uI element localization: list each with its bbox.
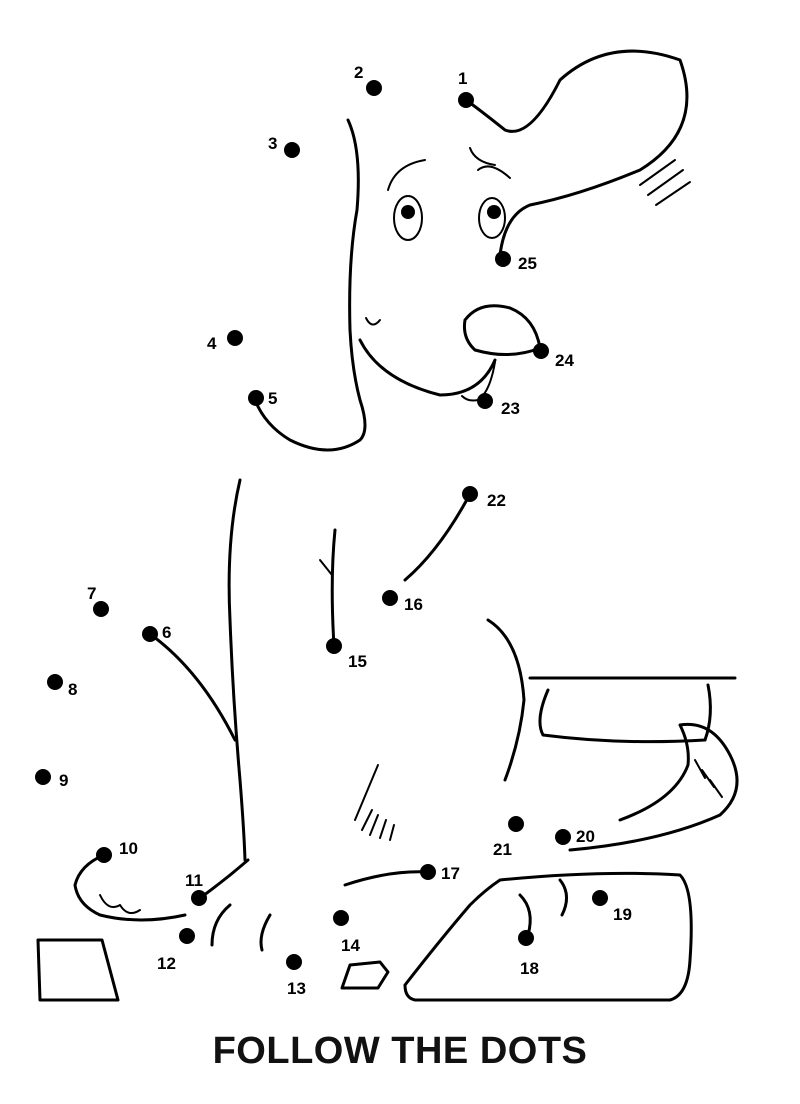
snout-outline [358,338,497,397]
dot-number-18: 18 [520,959,539,978]
right-pupil [487,205,501,219]
ear-outline [464,49,689,257]
ear-hatching [639,159,691,206]
dot-number-12: 12 [157,954,176,973]
left-eye [393,195,423,241]
dot-2 [366,80,382,96]
outline-lines [36,49,739,1002]
body-hatching [354,764,395,841]
dot-16 [382,590,398,606]
foot-stroke-1 [210,903,232,947]
dots: 1234567891011121314151617181920212223242… [35,63,632,998]
dot-23 [477,393,493,409]
dot-11 [191,890,207,906]
right-eye [478,197,506,239]
dot-18 [518,930,534,946]
dot-1 [458,92,474,108]
dot-12 [179,928,195,944]
dot-15 [326,638,342,654]
dot-number-9: 9 [59,771,68,790]
dot-22 [462,486,478,502]
dot-number-17: 17 [441,864,460,883]
dot-17 [420,864,436,880]
back-outline [227,478,247,862]
dot-6 [142,626,158,642]
dot-number-7: 7 [87,584,96,603]
dot-20 [555,829,571,845]
dot-19 [592,890,608,906]
dot-number-24: 24 [555,351,574,370]
belly-line [343,870,430,887]
foot-stroke-2 [259,913,272,952]
dot-10 [96,847,112,863]
dot-24 [533,343,549,359]
dot-9 [35,769,51,785]
stone [340,960,390,990]
dot-8 [47,674,63,690]
dot-13 [286,954,302,970]
dot-5 [248,390,264,406]
dot-number-3: 3 [268,134,277,153]
paw-toes [99,894,141,915]
tail [568,722,739,852]
brow-line [469,147,496,166]
head-left-outline [253,118,367,452]
cheek-smile [365,317,381,326]
dot-number-5: 5 [268,389,277,408]
right-eyebrow [477,165,511,179]
dot-25 [495,251,511,267]
dot-number-2: 2 [354,63,363,82]
dot-number-6: 6 [162,623,171,642]
foot-stroke-4 [558,878,568,917]
dot-14 [333,910,349,926]
foot-stroke-3 [518,893,532,937]
dot-number-16: 16 [404,595,423,614]
dot-7 [93,601,109,617]
bowl-left [538,688,707,744]
paw-left [73,853,187,922]
dot-number-11: 11 [185,871,203,890]
bowl-right [703,683,712,742]
dot-number-15: 15 [348,652,367,671]
dot-number-22: 22 [487,491,506,510]
block-left [36,938,120,1002]
lower-leg [198,858,250,900]
front-leg-line [148,632,237,742]
hip-outline [486,618,526,782]
dot-number-23: 23 [501,399,520,418]
dot-3 [284,142,300,158]
dot-number-21: 21 [493,840,512,859]
page-title: FOLLOW THE DOTS [212,1030,588,1072]
dot-number-1: 1 [458,69,467,88]
nose [463,304,542,357]
base-right [403,871,693,1002]
dot-number-14: 14 [341,936,360,955]
chest-line [330,528,337,648]
tail-hatching [694,759,723,798]
left-eyebrow [387,159,426,191]
dot-number-13: 13 [287,979,306,998]
dot-number-4: 4 [207,334,217,353]
neck-line [403,492,472,582]
dot-number-19: 19 [613,905,632,924]
dot-4 [227,330,243,346]
dot-number-25: 25 [518,254,537,273]
dot-number-8: 8 [68,680,77,699]
dot-number-10: 10 [119,839,138,858]
dot-number-20: 20 [576,827,595,846]
chest-fork [319,559,333,576]
left-pupil [401,205,415,219]
dot-21 [508,816,524,832]
